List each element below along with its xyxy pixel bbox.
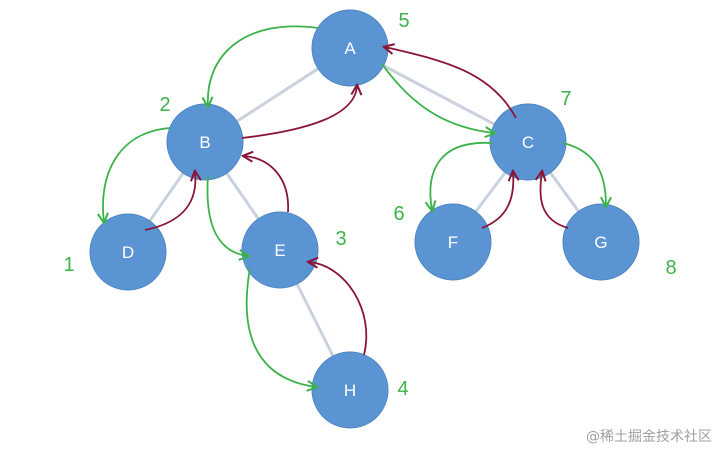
- node-circle: [414, 203, 492, 281]
- node-d: D: [89, 213, 167, 291]
- forward-arrow-c-f: [430, 142, 493, 210]
- forward-arrow-e-h: [245, 267, 316, 387]
- back-arrow-b-a: [241, 86, 357, 139]
- back-arrow-h-e: [309, 262, 368, 356]
- forward-arrow-b-d: [103, 127, 171, 222]
- tree-nodes: A B C D E F G H: [89, 9, 640, 429]
- node-label: D: [122, 243, 134, 262]
- order-label-g: 8: [665, 257, 676, 279]
- order-label-d: 1: [63, 254, 74, 276]
- node-label: B: [199, 133, 210, 152]
- node-label: F: [448, 233, 458, 252]
- node-c: C: [489, 103, 567, 181]
- back-arrow-f-c: [481, 172, 513, 229]
- node-g: G: [562, 203, 640, 281]
- order-label-c: 7: [560, 88, 571, 110]
- node-f: F: [414, 203, 492, 281]
- forward-arrow-c-g: [562, 142, 606, 206]
- node-label: E: [274, 241, 285, 260]
- order-label-h: 4: [397, 378, 408, 400]
- node-circle: [89, 213, 167, 291]
- node-e: E: [241, 211, 319, 289]
- watermark: @稀土掘金技术社区: [586, 429, 712, 445]
- node-label: C: [522, 133, 534, 152]
- forward-arrow-a-b: [208, 25, 319, 106]
- forward-arrow-a-c: [381, 63, 494, 133]
- order-label-e: 3: [335, 228, 346, 250]
- forward-traversal-arrows: [103, 25, 606, 387]
- tree-edges: [126, 46, 603, 391]
- node-label: A: [344, 39, 356, 58]
- node-b: B: [166, 103, 244, 181]
- forward-arrow-b-e: [206, 175, 248, 256]
- node-h: H: [311, 351, 389, 429]
- back-arrow-e-b: [244, 156, 289, 213]
- order-label-b: 2: [159, 94, 170, 116]
- node-label: H: [344, 381, 356, 400]
- order-label-f: 6: [393, 203, 404, 225]
- back-arrow-c-a: [385, 47, 517, 119]
- back-arrow-g-c: [540, 172, 569, 229]
- back-arrow-d-b: [144, 172, 195, 231]
- node-label: G: [594, 233, 607, 252]
- node-a: A: [311, 9, 389, 87]
- visit-order-labels: 5 2 7 1 3 6 8 4: [63, 10, 676, 400]
- backtrack-arrows: [144, 47, 569, 356]
- order-label-a: 5: [398, 10, 409, 32]
